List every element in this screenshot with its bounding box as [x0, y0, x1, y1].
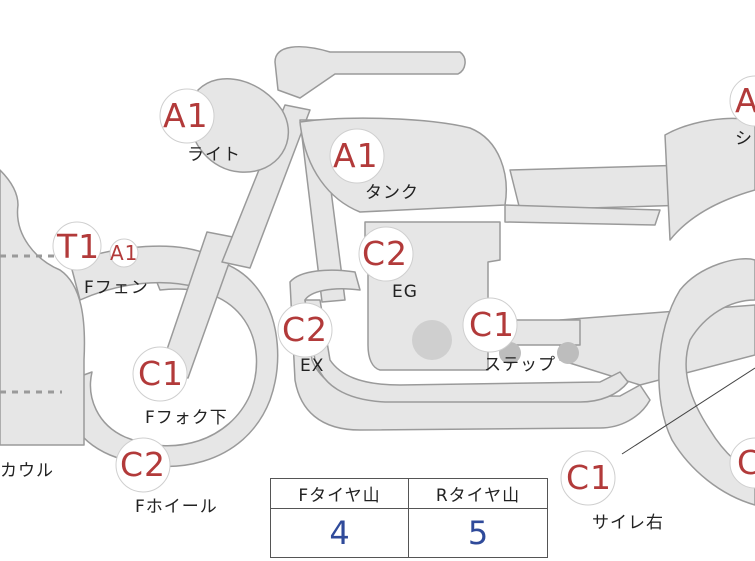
headlight — [189, 77, 290, 173]
seat — [509, 164, 691, 211]
step-peg — [557, 342, 579, 364]
label-exhaust: EX — [300, 356, 325, 376]
grade-front-fender-sub: A1 — [110, 241, 139, 265]
grade-engine: C2 — [362, 234, 409, 273]
grade-step: C1 — [469, 305, 516, 344]
label-front-wheel: Fホイール — [135, 497, 218, 517]
grade-silencer-right: C1 — [566, 458, 613, 497]
front-tire-tread-value: 4 — [271, 509, 409, 557]
label-front-fork: Fフォク下 — [145, 408, 228, 428]
grade-front-wheel: C2 — [120, 445, 167, 484]
grade-light: A1 — [163, 96, 209, 135]
grade-seat: A — [735, 81, 755, 120]
engine-cover — [412, 320, 452, 360]
rear-tire-tread-header: Rタイヤ山 — [409, 479, 547, 509]
handlebar — [274, 46, 466, 99]
grade-rear-wheel: C — [737, 443, 755, 482]
side-cover — [664, 117, 755, 241]
grade-exhaust: C2 — [282, 310, 329, 349]
tire-tread-table: Fタイヤ山 Rタイヤ山 4 5 — [270, 478, 548, 558]
grade-front-fender: T1 — [57, 227, 101, 266]
grade-tank: A1 — [333, 136, 379, 175]
label-silencer-right: サイレ右 — [592, 513, 664, 533]
cowl — [0, 169, 86, 446]
rear-wheel — [658, 258, 755, 506]
label-seat: シ — [735, 129, 753, 149]
label-cowl: カウル — [0, 461, 54, 481]
swingarm — [559, 304, 755, 386]
label-step: ステップ — [484, 355, 556, 375]
rear-tire-tread-value: 5 — [467, 514, 489, 552]
label-engine: EG — [392, 282, 418, 302]
label-front-fender: Fフェン — [84, 278, 149, 298]
label-light: ライト — [187, 145, 241, 165]
silencer-leader-line — [621, 367, 755, 455]
grade-front-fork: C1 — [138, 354, 185, 393]
front-tire-tread-header: Fタイヤ山 — [271, 479, 409, 509]
label-tank: タンク — [365, 183, 419, 203]
